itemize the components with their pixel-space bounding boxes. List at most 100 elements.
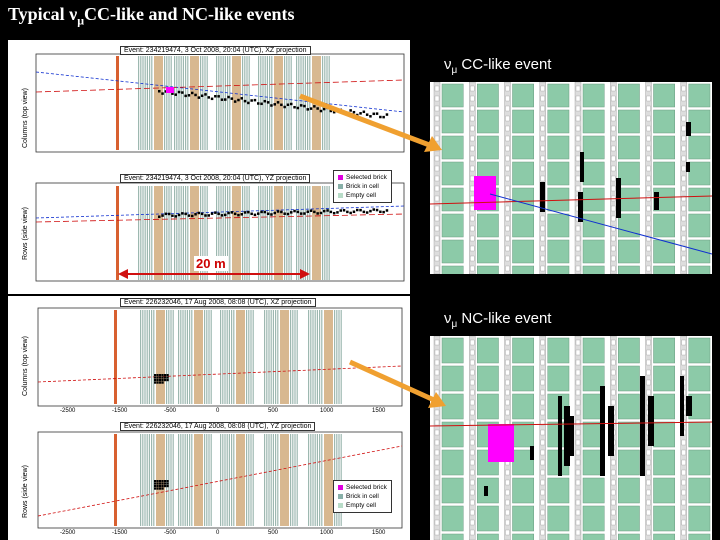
- strip-cell: [434, 195, 440, 202]
- strip-cell: [611, 255, 616, 262]
- brick-cell: [547, 83, 570, 108]
- strip-cell: [434, 255, 440, 262]
- brick-cell: [618, 265, 640, 274]
- hit: [250, 99, 253, 102]
- hit: [233, 212, 237, 216]
- tracker-strip: [142, 186, 144, 280]
- hit: [365, 211, 369, 214]
- tracker-strip: [228, 310, 230, 404]
- tracker-strip: [168, 310, 170, 404]
- tracker-strip: [189, 434, 191, 526]
- strip-cell: [434, 419, 440, 426]
- cc-display-graphics: [35, 53, 405, 282]
- tracker-strip: [290, 310, 292, 404]
- tracker-strip: [189, 310, 191, 404]
- brick-cell: [441, 365, 464, 392]
- x-tick-label: -500: [164, 530, 177, 536]
- hit: [372, 208, 375, 211]
- cc-zoom-view: [430, 82, 712, 274]
- tracker-strip: [242, 186, 244, 280]
- hit: [161, 214, 164, 217]
- hit: [293, 105, 296, 109]
- hit: [240, 97, 243, 100]
- tracker-strip: [140, 434, 142, 526]
- strip-cell: [646, 479, 651, 486]
- brick-cell: [441, 239, 464, 264]
- strip-cell: [575, 225, 581, 232]
- strip-cell: [611, 145, 616, 152]
- strip-cell: [611, 359, 616, 366]
- tracker-strip: [277, 310, 279, 404]
- x-tick-label: 500: [268, 408, 279, 414]
- hit: [654, 192, 659, 210]
- tracker-strip: [298, 186, 300, 280]
- tracker-strip: [153, 310, 155, 404]
- strip-cell: [646, 369, 651, 376]
- hit: [564, 406, 570, 466]
- tracker-strip: [334, 310, 336, 404]
- strip-cell: [681, 185, 686, 192]
- tracker-strip: [272, 310, 274, 404]
- brick-cell: [582, 135, 605, 160]
- tracker-strip: [142, 310, 144, 404]
- tracker-strip: [309, 186, 311, 280]
- strip-cell: [575, 255, 581, 262]
- strip-cell: [434, 469, 440, 476]
- strip-cell: [434, 459, 440, 466]
- brick-cell: [512, 337, 534, 364]
- hit: [385, 113, 389, 116]
- brick-cell: [582, 83, 605, 108]
- legend-item-brick-in-cell: Brick in cell: [338, 182, 387, 191]
- hit: [161, 487, 164, 490]
- strip-cell: [470, 359, 475, 366]
- track-line: [489, 193, 712, 255]
- strip-cell: [646, 95, 651, 102]
- tracker-strip: [208, 434, 210, 526]
- strip-cell: [470, 105, 475, 112]
- hit: [263, 210, 267, 214]
- brick-wall: [154, 56, 163, 150]
- strip-cell: [505, 529, 510, 536]
- tracker-strip: [149, 56, 151, 150]
- tracker-strip: [250, 310, 252, 404]
- tracker-strip: [186, 310, 188, 404]
- tracker-strip: [220, 310, 222, 404]
- strip-cell: [434, 225, 440, 232]
- strip-cell: [540, 339, 545, 346]
- strip-cell: [575, 155, 581, 162]
- hit: [161, 379, 164, 382]
- strip-cell: [540, 145, 545, 152]
- strip-cell: [505, 85, 510, 92]
- tracker-strip: [168, 434, 170, 526]
- tracker-strip: [231, 310, 233, 404]
- tracker-strip: [308, 310, 310, 404]
- strip-cell: [434, 105, 440, 112]
- strip-cell: [646, 459, 651, 466]
- tracker-strip: [312, 310, 314, 404]
- tracker-strip: [233, 434, 235, 526]
- strip-cell: [681, 459, 686, 466]
- cc-bottom-panel-title: Event: 234219474, 3 Oct 2008, 20:04 (UTC…: [120, 174, 311, 183]
- strip-cell: [540, 459, 545, 466]
- hit: [154, 487, 157, 490]
- strip-cell: [505, 215, 510, 222]
- brick-cell: [618, 161, 640, 186]
- strip-cell: [646, 509, 651, 516]
- strip-cell: [434, 265, 440, 272]
- strip-cell: [646, 235, 651, 242]
- hit: [686, 122, 691, 136]
- hit: [159, 480, 162, 483]
- hit: [161, 374, 164, 377]
- hit: [247, 210, 250, 214]
- tracker-strip: [231, 434, 233, 526]
- strip-cell: [505, 479, 510, 486]
- strip-cell: [540, 175, 545, 182]
- hit: [266, 101, 270, 104]
- tracker-strip: [222, 56, 224, 150]
- tracker-strip: [284, 56, 286, 150]
- hit: [686, 396, 692, 416]
- hit: [214, 211, 217, 214]
- hit: [159, 381, 162, 384]
- tracker-strip: [286, 56, 288, 150]
- tracker-strip: [246, 310, 248, 404]
